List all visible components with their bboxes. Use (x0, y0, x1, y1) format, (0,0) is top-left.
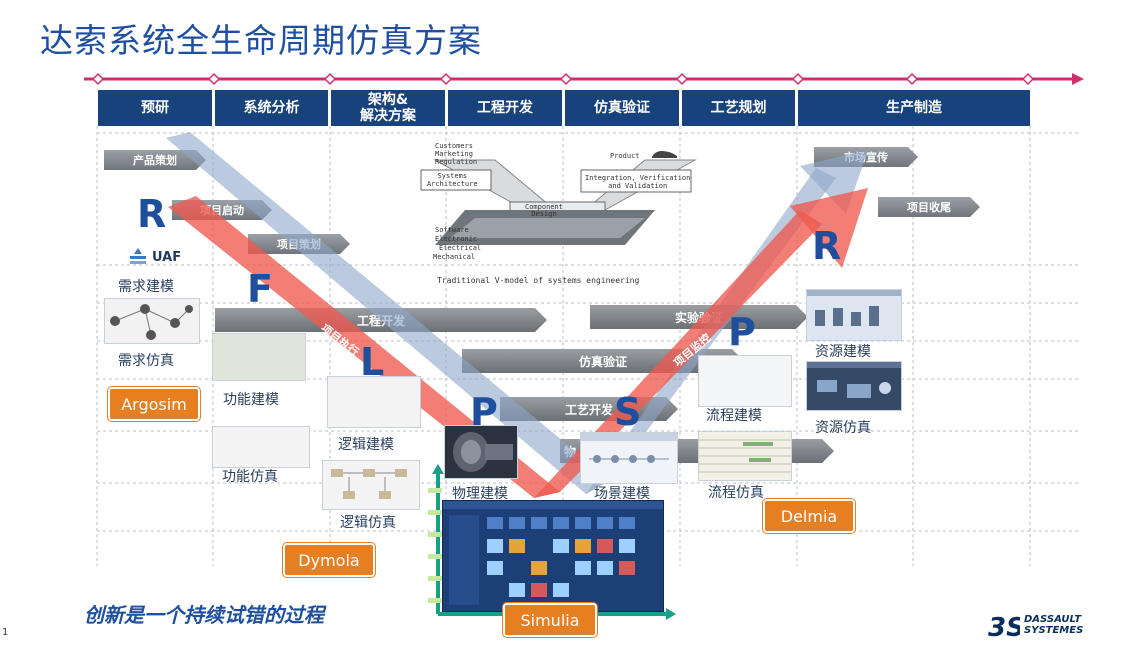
logic-sim-image (322, 460, 420, 510)
logic-model-image (327, 376, 421, 428)
res-model-image (806, 289, 902, 341)
label-func-model: 功能建模 (223, 392, 279, 408)
v-model-shape (420, 159, 697, 245)
slogan: 创新是一个持续试错的过程 (84, 603, 324, 627)
page-title: 达索系统全生命周期仿真方案 (40, 21, 482, 60)
tool-delmia[interactable]: Delmia (763, 499, 855, 533)
phase-simulation[interactable]: 仿真验证 (565, 90, 679, 126)
factory-icon (807, 290, 901, 326)
letter-f: F (247, 267, 273, 311)
engine-icon (453, 432, 513, 472)
label-res-sim: 资源仿真 (815, 420, 871, 436)
func-model-image (212, 333, 306, 381)
flow-model-image (698, 355, 792, 407)
brand-line-1: DASSAULT (1024, 614, 1082, 625)
v-model-sys-arch: Systems Architecture (427, 172, 478, 188)
label-logic-model: 逻辑建模 (338, 437, 394, 453)
letter-s: S (614, 390, 642, 434)
network-icon (110, 304, 193, 340)
tool-argosim[interactable]: Argosim (108, 387, 200, 421)
v-model-layer: Electronic (435, 235, 478, 243)
block-diagram-icon (331, 469, 407, 499)
res-sim-image (806, 361, 902, 411)
flow-sim-image (698, 431, 792, 481)
label-req-model: 需求建模 (118, 279, 174, 295)
label-scene-model: 场景建模 (594, 486, 650, 502)
letter-r-right: R (812, 224, 842, 268)
label-logic-sim: 逻辑仿真 (340, 515, 396, 531)
svg-text:3S: 3S (988, 613, 1020, 642)
v-model-layer: Software (435, 226, 469, 234)
uaf-icon (130, 248, 146, 264)
label-func-sim: 功能仿真 (222, 469, 278, 485)
label-phys-model: 物理建模 (452, 486, 508, 502)
letter-r-left: R (137, 192, 167, 236)
v-model-caption: Traditional V-model of systems engineeri… (437, 276, 640, 285)
v-model-layer: Mechanical (433, 253, 476, 261)
uaf-logo: UAF (128, 246, 181, 268)
v-model-layer: Electrical (439, 244, 482, 252)
v-model-figure: Customers Marketing Regulation Product S… (405, 140, 705, 290)
3ds-logo-icon: 3S (988, 613, 1020, 642)
scene-model-image (580, 432, 678, 484)
v-model-customers: Customers Marketing Regulation (435, 142, 478, 166)
brand-logo: 3S DASSAULT SYSTEMES (988, 608, 1083, 642)
v-model-product: Product (610, 152, 640, 160)
page-number: 1 (2, 627, 9, 638)
car-icon (652, 151, 677, 158)
label-flow-sim: 流程仿真 (708, 485, 764, 501)
app-grid-icon (443, 501, 663, 605)
phase-research[interactable]: 预研 (98, 90, 212, 126)
func-sim-image (212, 426, 310, 468)
timeline (84, 72, 1084, 86)
label-flow-model: 流程建模 (706, 408, 762, 424)
v-model-integration: Integration, Verification and Validation (585, 174, 691, 190)
brand-line-2: SYSTEMES (1024, 625, 1084, 636)
letter-p-right: P (728, 310, 756, 354)
label-req-sim: 需求仿真 (118, 353, 174, 369)
tool-simulia[interactable]: Simulia (503, 603, 597, 637)
v-model-component: Component Design (525, 203, 563, 218)
phase-process-planning[interactable]: 工艺规划 (682, 90, 795, 126)
engine-image (444, 425, 518, 479)
simulia-app-screenshot (442, 500, 664, 612)
tool-dymola[interactable]: Dymola (283, 543, 375, 577)
phase-production[interactable]: 生产制造 (798, 90, 1030, 126)
uaf-text: UAF (152, 249, 182, 265)
flow-diagram-icon (581, 433, 677, 463)
gantt-icon (699, 439, 791, 473)
tag-project-close: 项目收尾 (878, 197, 980, 217)
phase-engineering[interactable]: 工程开发 (448, 90, 562, 126)
tag-product-planning: 产品策划 (104, 150, 206, 170)
label-res-model: 资源建模 (815, 344, 871, 360)
req-sim-image (104, 298, 200, 344)
phase-architecture[interactable]: 架构& 解决方案 (331, 90, 445, 126)
sim-scene-icon (807, 362, 901, 398)
phase-system-analysis[interactable]: 系统分析 (215, 90, 328, 126)
